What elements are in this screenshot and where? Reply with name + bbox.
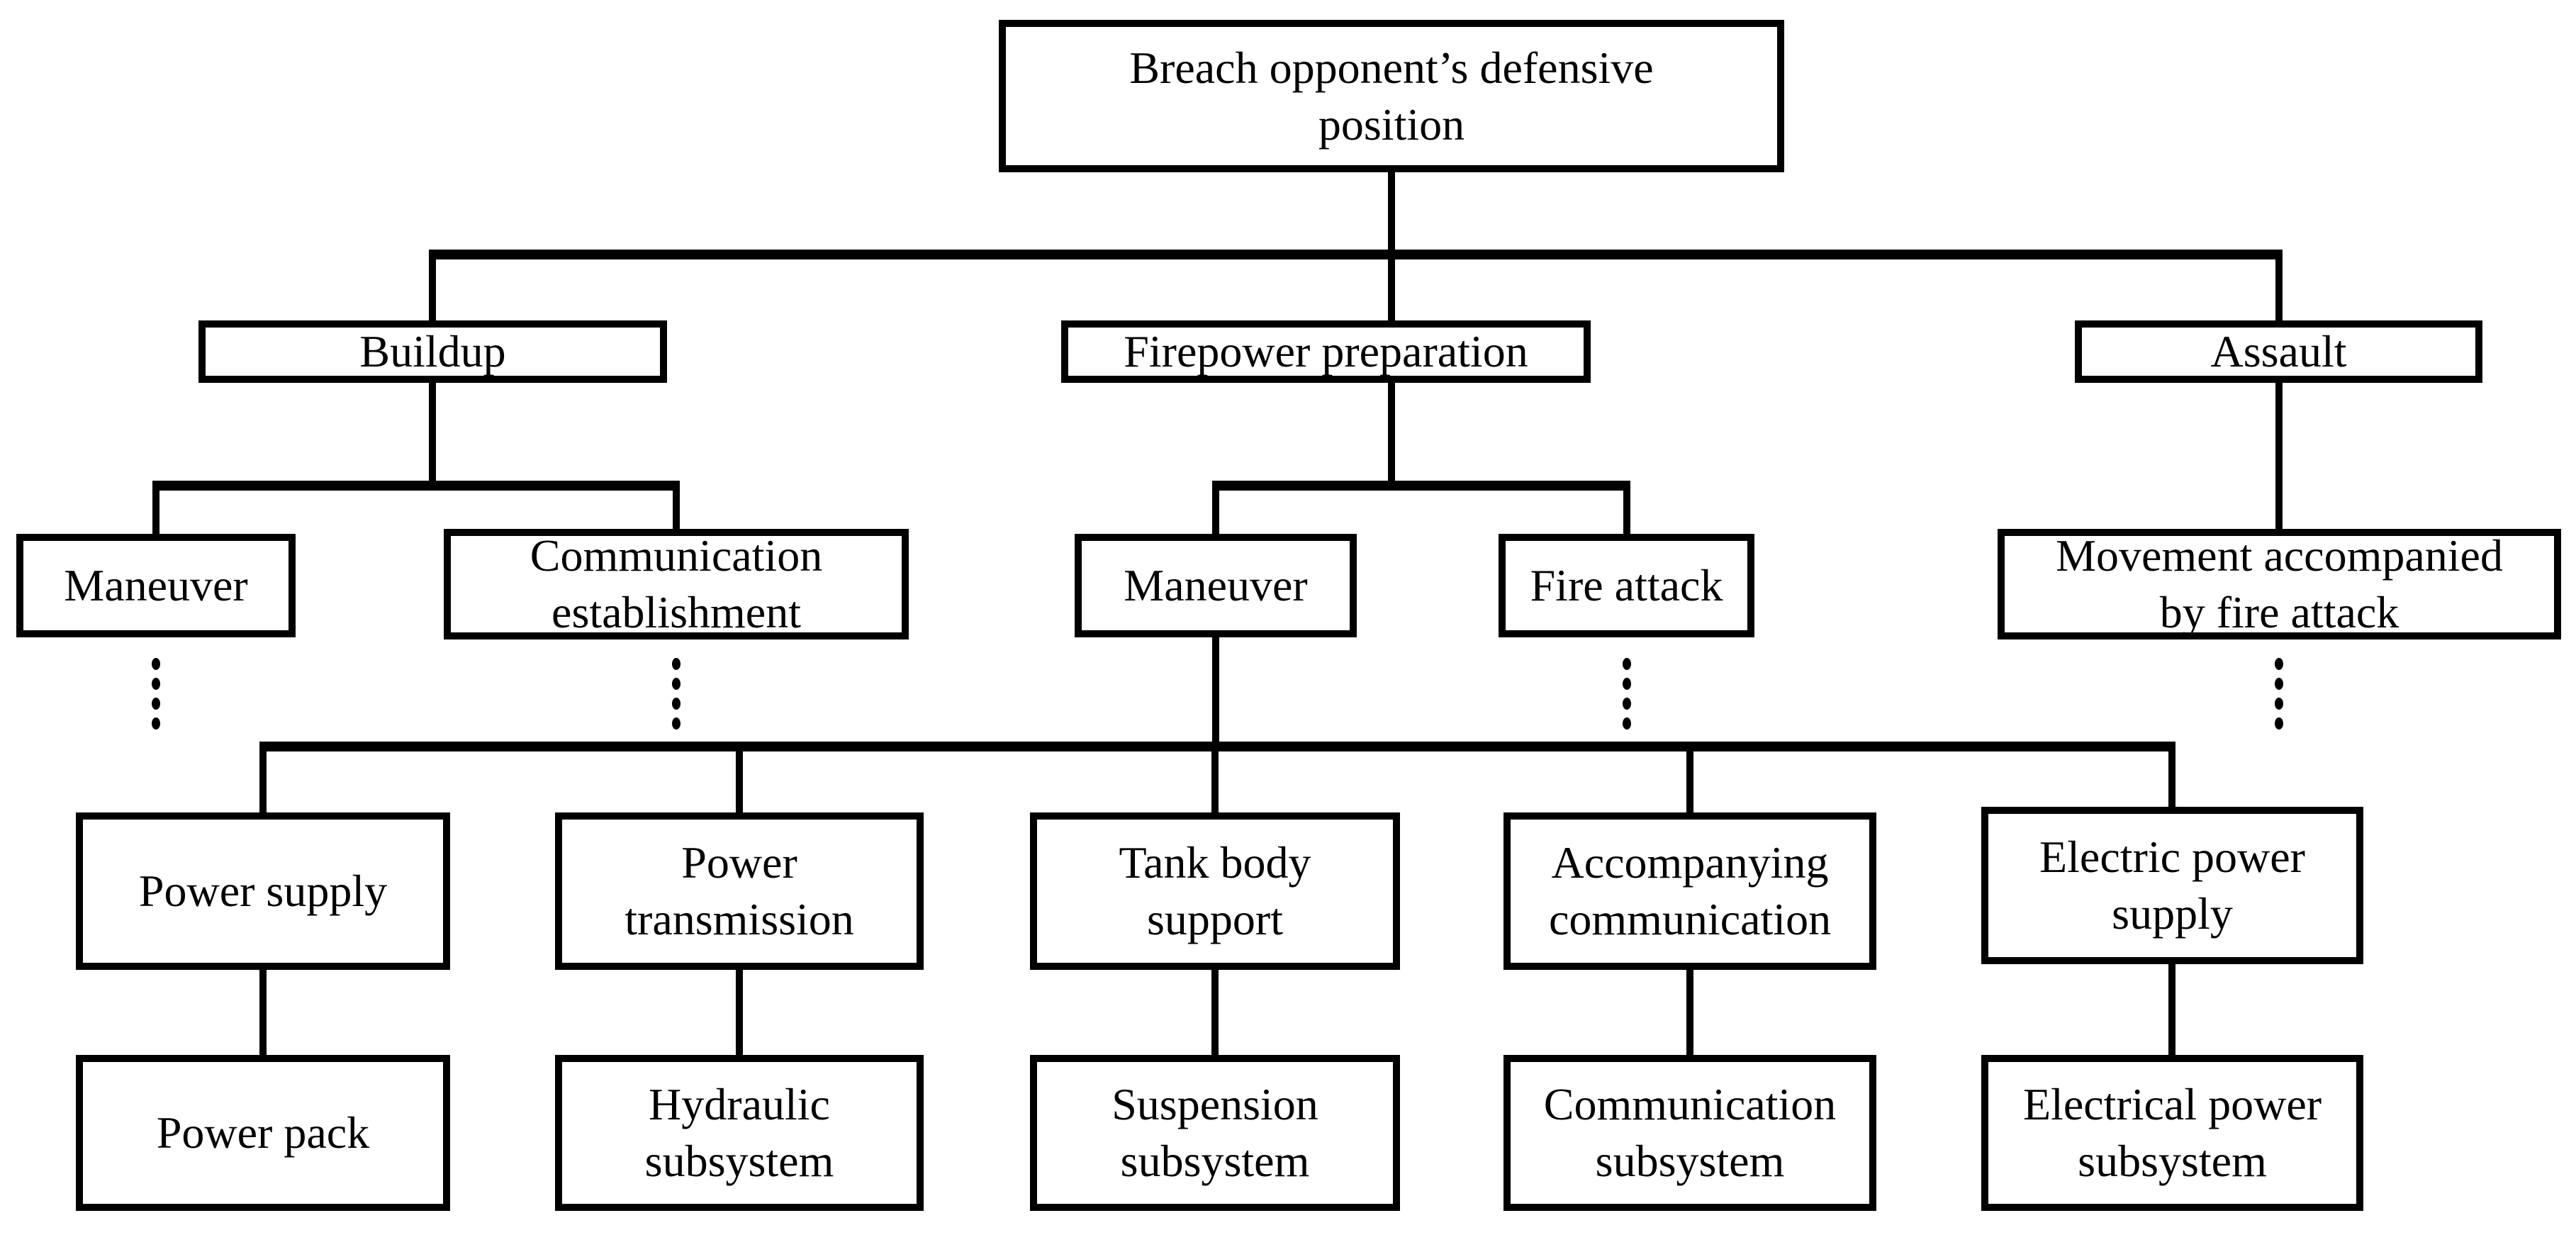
node-hydraulic-subsystem: Hydraulic subsystem: [555, 1055, 924, 1211]
node-root: Breach opponent’s defensive position: [999, 20, 1784, 172]
node-suspension-subsystem: Suspension subsystem: [1030, 1055, 1400, 1211]
connector-maneuver-firepower-drop: [1212, 481, 1219, 537]
node-assault: Assault: [2075, 320, 2482, 383]
node-accompanying-communication: Accompanying communication: [1503, 812, 1876, 970]
ellipsis-below-maneuver-buildup: [152, 658, 160, 730]
connector-electric-power-supply-drop: [2168, 742, 2175, 818]
node-buildup: Buildup: [198, 320, 667, 383]
connector-communication-subsystem-link: [1686, 964, 1693, 1060]
connector-communication-establishment-drop: [673, 481, 680, 533]
connector-assault-bottom: [2275, 383, 2283, 533]
connector-suspension-subsystem-link: [1211, 964, 1219, 1060]
node-communication-subsystem: Communication subsystem: [1503, 1055, 1876, 1211]
connector-buildup-bottom: [429, 383, 436, 491]
connector-power-pack-link: [259, 964, 267, 1060]
connector-buildup-rail: [152, 481, 680, 491]
node-electrical-power-subsystem: Electrical power subsystem: [1981, 1055, 2363, 1211]
node-firepower-preparation: Firepower preparation: [1061, 320, 1591, 383]
connector-electrical-power-subsystem-link: [2168, 964, 2175, 1060]
node-movement-accompanied: Movement accompanied by fire attack: [1998, 529, 2561, 639]
connector-maneuver-buildup-drop: [152, 481, 159, 537]
node-communication-establishment: Communication establishment: [444, 529, 909, 639]
ellipsis-below-movement-accompanied: [2275, 658, 2283, 730]
connector-maneuver2-bottom: [1212, 637, 1219, 751]
connector-firepower-bottom: [1388, 383, 1395, 491]
connector-power-transmission-drop: [736, 742, 743, 818]
connector-hydraulic-subsystem-link: [736, 964, 743, 1060]
node-power-transmission: Power transmission: [555, 812, 924, 970]
connector-root-drop: [1388, 172, 1395, 257]
node-power-pack: Power pack: [76, 1055, 450, 1211]
connector-firepower-top: [1388, 250, 1395, 325]
node-tank-body-support: Tank body support: [1030, 812, 1400, 970]
node-electric-power-supply: Electric power supply: [1981, 807, 2363, 964]
connector-tank-body-support-drop: [1211, 742, 1219, 818]
connector-top-rail: [429, 250, 2283, 259]
ellipsis-below-communication-establishment: [672, 658, 681, 730]
node-maneuver-firepower: Maneuver: [1075, 534, 1357, 637]
node-power-supply: Power supply: [76, 812, 450, 970]
connector-firepower-rail: [1212, 481, 1630, 491]
connector-fire-attack-drop: [1623, 481, 1630, 537]
node-maneuver-buildup: Maneuver: [16, 534, 296, 637]
ellipsis-below-fire-attack: [1623, 658, 1631, 730]
connector-accompanying-communication-drop: [1686, 742, 1693, 818]
connector-assault-top: [2275, 250, 2283, 323]
connector-buildup-top: [429, 250, 436, 323]
connector-power-supply-drop: [259, 742, 267, 818]
node-fire-attack: Fire attack: [1499, 534, 1754, 637]
